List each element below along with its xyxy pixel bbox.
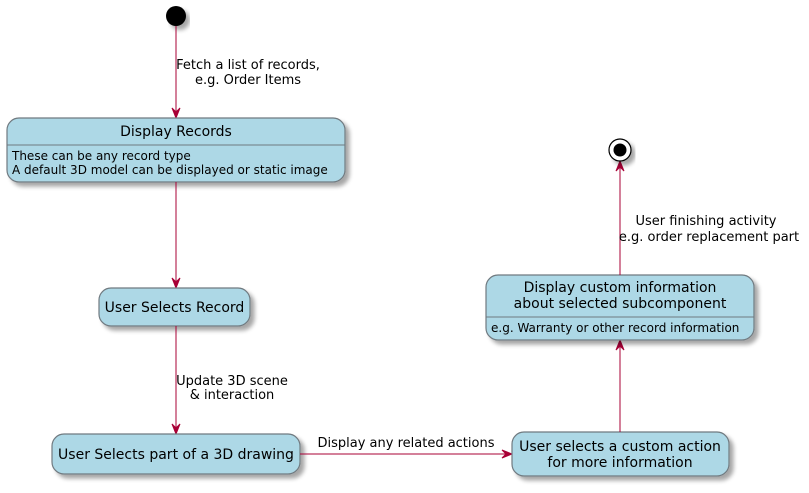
end-node — [608, 138, 632, 162]
edge-label-finishing-line1: User finishing activity — [636, 214, 777, 229]
state-display-records-desc-1: These can be any record type — [11, 149, 191, 163]
state-display-records-title: Display Records — [120, 124, 232, 140]
edge-part-to-action — [300, 449, 514, 459]
edge-action-to-custom — [615, 338, 625, 432]
state-user-selects-record: User Selects Record — [98, 287, 251, 327]
state-display-records: Display Records These can be any record … — [6, 117, 346, 183]
edge-custom-to-end — [615, 159, 625, 275]
state-display-custom-title-2: about selected subcomponent — [514, 296, 727, 312]
state-user-selects-part-title: User Selects part of a 3D drawing — [58, 447, 294, 463]
state-user-selects-record-title: User Selects Record — [105, 300, 245, 316]
start-node — [166, 6, 186, 26]
edge-start-to-records — [171, 26, 181, 120]
edge-label-fetch-line2: e.g. Order Items — [195, 73, 301, 88]
state-custom-action-title-1: User selects a custom action — [519, 439, 721, 455]
edge-label-display-actions: Display any related actions — [318, 436, 495, 451]
state-display-records-desc-2: A default 3D model can be displayed or s… — [12, 163, 328, 177]
edge-record-to-part — [171, 326, 181, 436]
edge-records-to-select — [171, 182, 181, 290]
state-user-selects-part: User Selects part of a 3D drawing — [51, 433, 301, 475]
state-display-custom-title-1: Display custom information — [524, 280, 717, 296]
edge-label-update-line1: Update 3D scene — [176, 374, 288, 389]
state-custom-action-title-2: for more information — [547, 455, 692, 471]
edge-label-update-line2: & interaction — [190, 388, 275, 403]
edge-label-finishing-line2: e.g. order replacement part — [619, 230, 799, 245]
edge-label-fetch-line1: Fetch a list of records, — [176, 58, 320, 73]
state-display-custom: Display custom information about selecte… — [485, 274, 755, 341]
state-custom-action: User selects a custom action for more in… — [511, 431, 730, 477]
state-display-custom-desc-1: e.g. Warranty or other record informatio… — [491, 321, 739, 335]
